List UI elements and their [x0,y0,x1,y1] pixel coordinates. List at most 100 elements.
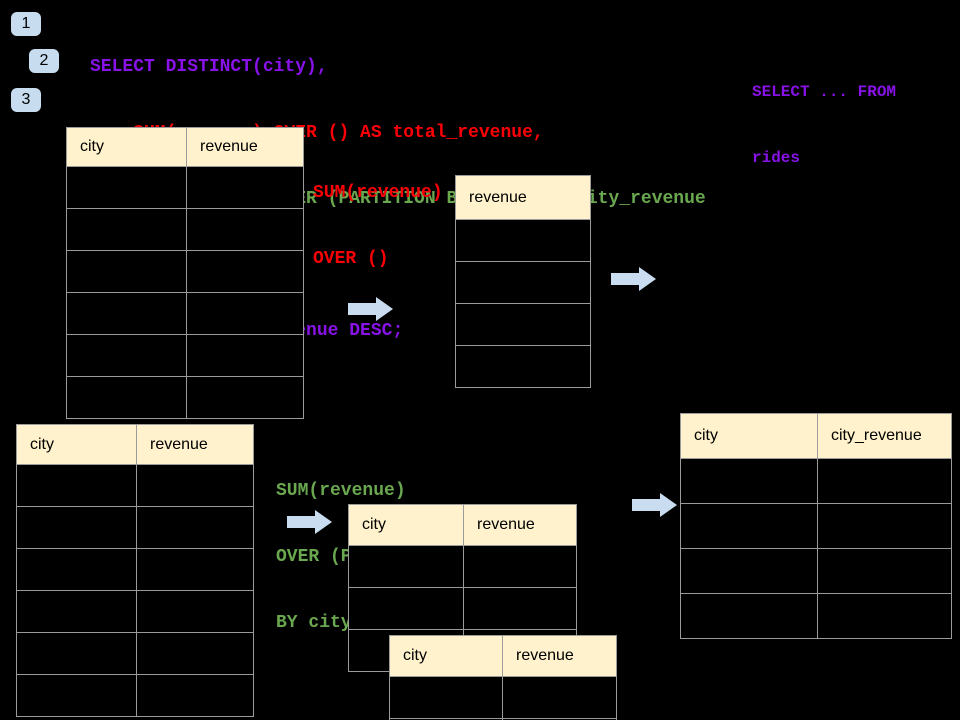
table-cell [463,545,577,588]
table-cell [817,548,952,594]
table-cell [66,250,187,293]
table-row [16,590,254,633]
table-row [66,376,304,419]
table-cell [136,464,254,507]
table-cell [455,261,591,304]
table-source-rides: city revenue [66,127,304,419]
table-cell [16,506,137,549]
table-cell [680,548,818,594]
step-badge-3: 3 [11,88,41,112]
table-cell [463,587,577,630]
table-row [455,345,591,388]
column-header-city: city [16,424,137,465]
table-cell [16,632,137,675]
annotation-sum-over: SUM(revenue) OVER () [313,138,443,314]
table-cell [348,587,464,630]
table-cell [66,166,187,209]
table-row [680,458,952,504]
table-row [16,506,254,549]
column-header-city: city [389,635,503,677]
table-cell [136,506,254,549]
table-cell [389,676,503,719]
column-header-city-revenue: city_revenue [817,413,952,459]
table-cell [817,503,952,549]
column-header-revenue: revenue [463,504,577,546]
table-cell [16,548,137,591]
table-row [680,548,952,594]
table-row [389,718,617,720]
column-header-city: city [66,127,187,167]
arrow-right-icon [287,509,333,540]
column-header-city: city [680,413,818,459]
table-row [16,674,254,717]
table-row [66,208,304,251]
table-cell [186,334,304,377]
table-cell [186,208,304,251]
column-header-revenue: revenue [136,424,254,465]
table-cell [680,593,818,639]
table-cell [66,334,187,377]
table-partition-source: city revenue [16,424,254,717]
table-cell [186,292,304,335]
table-cell [16,674,137,717]
table-row [455,261,591,304]
table-cell [502,718,617,720]
step-badge-1: 1 [11,12,41,36]
table-cell [16,590,137,633]
arrow-right-icon [632,492,678,523]
column-header-revenue: revenue [455,175,591,220]
table-row [389,676,617,719]
table-cell [66,292,187,335]
annotation-line: rides [752,149,801,167]
annotation-line: OVER () [313,249,389,269]
table-header-row: city revenue [348,504,577,546]
table-header-row: city revenue [16,424,254,465]
table-row [66,166,304,209]
table-city-revenue-result: city city_revenue [680,413,952,639]
table-cell [66,208,187,251]
table-row [348,587,577,630]
table-row [16,548,254,591]
step-badge-2: 2 [29,49,59,73]
table-header-row: city revenue [389,635,617,677]
table-cell [455,219,591,262]
table-cell [136,674,254,717]
column-header-revenue: revenue [186,127,304,167]
annotation-from-clause: SELECT ... FROM rides [752,37,896,213]
table-cell [455,303,591,346]
table-row [455,303,591,346]
annotation-line: SUM(revenue) [313,183,443,203]
table-row [680,503,952,549]
table-cell [136,590,254,633]
table-row [66,250,304,293]
table-cell [186,250,304,293]
column-header-revenue: revenue [502,635,617,677]
table-cell [186,376,304,419]
table-header-row: city city_revenue [680,413,952,459]
table-header-row: revenue [455,175,591,220]
table-cell [455,345,591,388]
table-cell [16,464,137,507]
table-row [66,292,304,335]
table-row [348,545,577,588]
table-cell [502,676,617,719]
table-cell [817,593,952,639]
table-row [66,334,304,377]
sql-line-select: SELECT DISTINCT(city), [90,57,328,77]
column-header-city: city [348,504,464,546]
table-cell [348,545,464,588]
table-row [16,464,254,507]
annotation-line: SUM(revenue) [276,481,406,501]
table-row [16,632,254,675]
table-cell [680,503,818,549]
arrow-right-icon [348,296,394,327]
table-cell [136,548,254,591]
table-total-revenue: revenue [455,175,591,388]
table-cell [817,458,952,504]
table-cell [136,632,254,675]
table-partition-group-b: city revenue [389,635,617,720]
table-cell [66,376,187,419]
arrow-right-icon [611,266,657,297]
table-cell [680,458,818,504]
